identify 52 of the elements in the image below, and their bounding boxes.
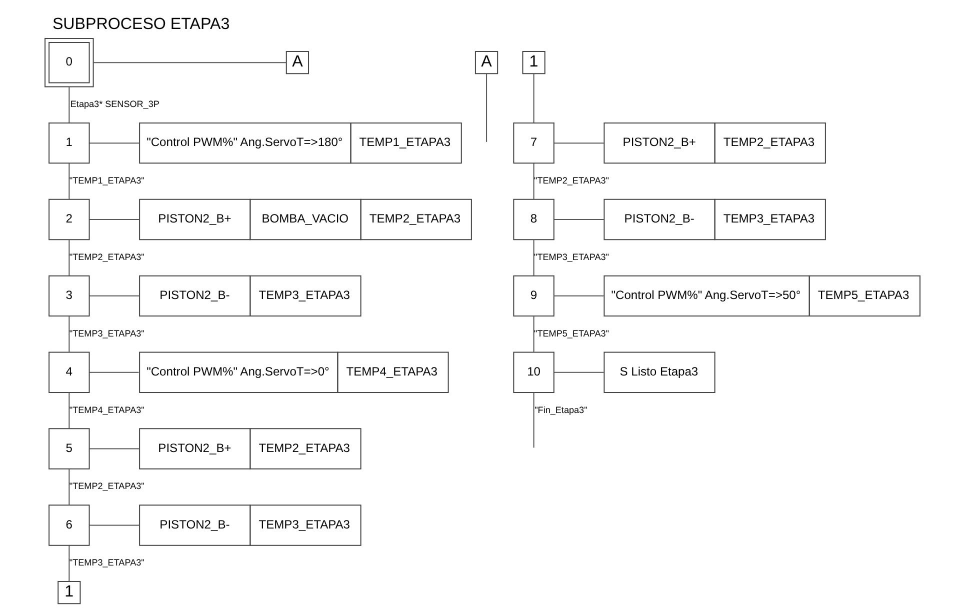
- connector: [486, 74, 487, 142]
- connector: [68, 87, 70, 123]
- connector: [68, 468, 70, 505]
- connector: [88, 142, 139, 144]
- connector: [68, 546, 70, 582]
- connector: [532, 316, 534, 352]
- edge-label: "Fin_Etapa3": [534, 404, 587, 415]
- connector: [88, 524, 139, 526]
- connector: [532, 74, 534, 123]
- node-box: 0: [44, 38, 94, 88]
- connector: [553, 142, 604, 144]
- connector: [532, 240, 534, 276]
- diagram-title: SUBPROCESO ETAPA3: [52, 15, 230, 34]
- connector: [532, 163, 534, 200]
- node-box: 4: [48, 352, 90, 393]
- node-box: A: [474, 51, 498, 74]
- edge-label: "TEMP4_ETAPA3": [68, 404, 144, 415]
- node-box: 5: [48, 428, 90, 470]
- edge-label: Etapa3* SENSOR_3P: [70, 99, 159, 110]
- edge-label: "TEMP3_ETAPA3": [534, 252, 608, 262]
- edge-label: "TEMP2_ETAPA3": [534, 175, 608, 186]
- connector: [88, 295, 139, 296]
- connector: [93, 62, 286, 64]
- connector: [88, 219, 139, 220]
- node-box: 1: [522, 51, 545, 74]
- connector: [68, 316, 70, 352]
- node-box: S Listo Etapa3: [603, 352, 715, 393]
- connector: [68, 392, 70, 428]
- connector: [553, 372, 604, 373]
- node-box: 10: [512, 352, 554, 393]
- connector: [68, 240, 70, 276]
- node-box: 6: [48, 504, 90, 546]
- node-box: 1: [48, 122, 90, 164]
- node-box: 8: [512, 198, 554, 240]
- edge-label: "TEMP3_ETAPA3": [68, 328, 144, 338]
- node-box: A: [285, 51, 309, 74]
- connector: [88, 372, 138, 373]
- node-box: 2: [48, 198, 90, 240]
- node-box: 3: [48, 275, 90, 317]
- edge-label: "TEMP5_ETAPA3": [534, 328, 608, 338]
- edge-label: "TEMP2_ETAPA3": [68, 481, 144, 492]
- connector: [553, 219, 604, 220]
- connector: [554, 295, 604, 296]
- node-box: 7: [512, 122, 554, 164]
- node-box: 1: [57, 581, 80, 604]
- edge-label: "TEMP3_ETAPA3": [68, 558, 144, 568]
- connector: [88, 448, 139, 450]
- node-box: 9: [512, 275, 554, 317]
- edge-label: "TEMP1_ETAPA3": [68, 175, 144, 186]
- connector: [532, 392, 534, 448]
- edge-label: "TEMP2_ETAPA3": [68, 252, 144, 262]
- connector: [68, 163, 70, 200]
